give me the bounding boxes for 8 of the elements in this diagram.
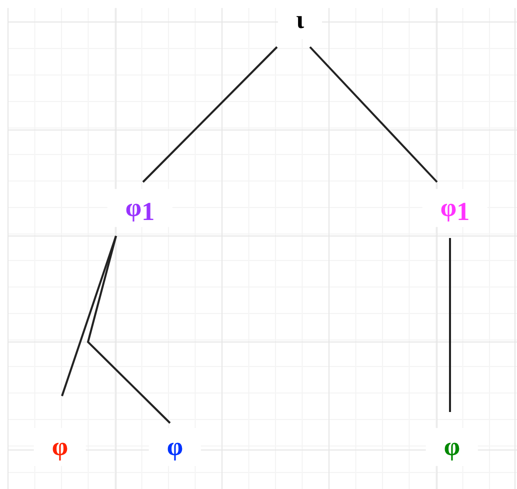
- tree-branch-line: [61, 236, 117, 396]
- tree-branch-line: [142, 46, 278, 183]
- tree-branch-line: [86, 236, 171, 424]
- tree-branch-line: [309, 46, 438, 183]
- tree-node-label: φ: [426, 428, 478, 466]
- tree-node-label: φ: [34, 428, 86, 466]
- tree-node-label: φ: [148, 428, 202, 466]
- tree-branch-line: [449, 238, 451, 412]
